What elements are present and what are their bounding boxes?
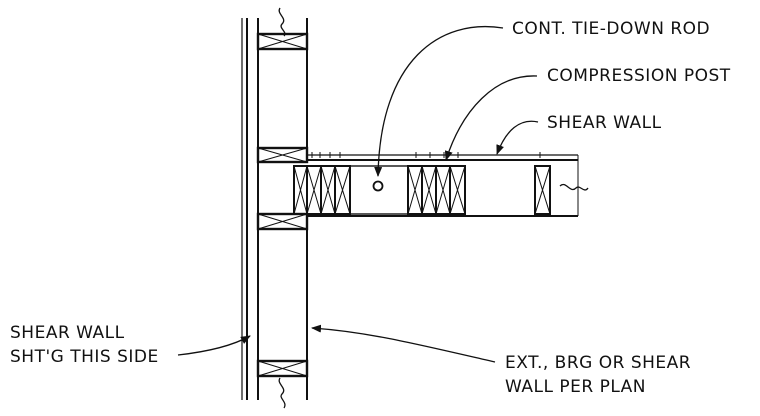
- compression-post-label: COMPRESSION POST: [547, 66, 731, 86]
- lower-intersection-blocking: [256, 212, 309, 231]
- compression-post: [407, 165, 466, 215]
- tie-down-rod-label: CONT. TIE-DOWN ROD: [512, 19, 710, 39]
- single-stud: [534, 165, 551, 215]
- tie-down-rod-leader: [374, 26, 504, 177]
- top-blocking: [256, 32, 309, 51]
- shear-wall-shtg-label-line2: SHT'G THIS SIDE: [10, 347, 159, 367]
- shear-wall-leader: [496, 120, 539, 155]
- ext-wall-leader: [311, 324, 496, 363]
- shear-wall-shtg-label-line1: SHEAR WALL: [10, 323, 125, 343]
- upper-intersection-blocking: [256, 146, 309, 164]
- stud-pack-left: [293, 165, 351, 215]
- vertical-wall: [241, 18, 308, 400]
- bottom-break-symbol: [278, 377, 286, 409]
- top-break-symbol: [278, 7, 286, 37]
- horizontal-shear-wall: [307, 154, 579, 217]
- shear-wall-label: SHEAR WALL: [547, 113, 662, 133]
- leaders: [177, 26, 539, 363]
- tie-down-rod-symbol: [372, 180, 384, 192]
- ext-wall-label-line1: EXT., BRG OR SHEAR: [505, 353, 691, 373]
- shear-wall-shtg-leader: [177, 335, 251, 356]
- compression-post-leader: [444, 75, 538, 161]
- bottom-blocking: [256, 359, 309, 378]
- tie-down-rod-cavity: [349, 165, 409, 215]
- right-break-symbol: [559, 183, 589, 191]
- sheathing-nails: [311, 152, 541, 158]
- ext-wall-label-line2: WALL PER PLAN: [505, 377, 646, 397]
